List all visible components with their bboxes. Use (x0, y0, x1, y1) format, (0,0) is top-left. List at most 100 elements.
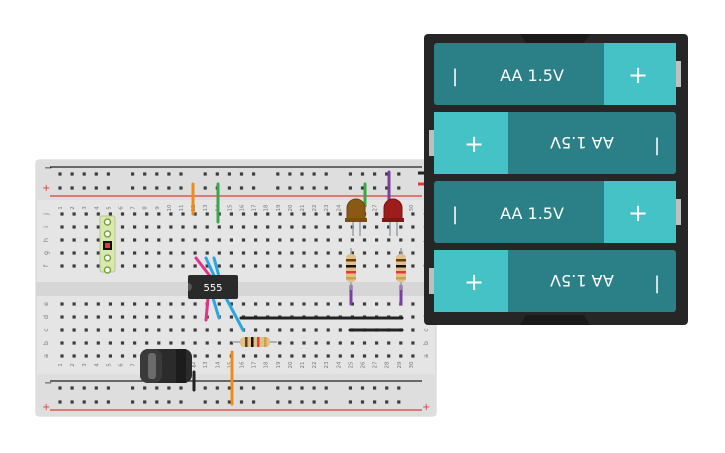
rail-hole[interactable] (312, 172, 316, 176)
breadboard-hole[interactable] (96, 302, 100, 306)
breadboard-hole[interactable] (72, 315, 76, 319)
breadboard-hole[interactable] (278, 341, 282, 345)
breadboard-hole[interactable] (60, 238, 64, 242)
breadboard-hole[interactable] (120, 225, 125, 229)
breadboard-hole[interactable] (145, 341, 149, 345)
breadboard-hole[interactable] (120, 354, 125, 358)
breadboard-hole[interactable] (157, 341, 161, 345)
rail-hole[interactable] (82, 386, 86, 390)
breadboard-hole[interactable] (411, 264, 415, 268)
breadboard-hole[interactable] (60, 341, 64, 345)
breadboard-hole[interactable] (254, 212, 258, 216)
led-red[interactable] (382, 198, 404, 236)
rail-hole[interactable] (179, 172, 183, 176)
breadboard-hole[interactable] (145, 225, 149, 229)
breadboard-hole[interactable] (205, 328, 209, 332)
breadboard-hole[interactable] (314, 212, 318, 216)
breadboard-hole[interactable] (133, 328, 137, 332)
breadboard-hole[interactable] (241, 264, 246, 268)
breadboard-hole[interactable] (326, 238, 330, 242)
rail-hole[interactable] (215, 386, 219, 390)
rail-hole[interactable] (252, 400, 256, 404)
breadboard-hole[interactable] (266, 251, 270, 255)
rail-hole[interactable] (288, 172, 292, 176)
breadboard-hole[interactable] (169, 315, 173, 319)
rail-hole[interactable] (239, 172, 244, 176)
breadboard-hole[interactable] (302, 264, 306, 268)
breadboard-hole[interactable] (266, 328, 270, 332)
rail-hole[interactable] (70, 186, 74, 190)
breadboard-hole[interactable] (108, 212, 112, 216)
rail-hole[interactable] (348, 186, 352, 190)
breadboard-hole[interactable] (157, 328, 161, 332)
breadboard-hole[interactable] (96, 264, 100, 268)
breadboard-hole[interactable] (169, 251, 173, 255)
battery-cell[interactable]: AA 1.5V+| (434, 181, 681, 243)
rail-hole[interactable] (397, 386, 401, 390)
breadboard-hole[interactable] (133, 302, 137, 306)
rail-hole[interactable] (239, 400, 244, 404)
breadboard-hole[interactable] (193, 354, 197, 358)
breadboard-hole[interactable] (241, 225, 246, 229)
breadboard-hole[interactable] (193, 264, 197, 268)
breadboard-hole[interactable] (290, 328, 294, 332)
breadboard-hole[interactable] (133, 354, 137, 358)
breadboard-hole[interactable] (229, 225, 233, 229)
breadboard-hole[interactable] (60, 302, 64, 306)
breadboard-hole[interactable] (157, 302, 161, 306)
rail-hole[interactable] (94, 400, 98, 404)
breadboard-hole[interactable] (290, 354, 294, 358)
breadboard-hole[interactable] (326, 264, 330, 268)
breadboard-hole[interactable] (290, 264, 294, 268)
breadboard-hole[interactable] (229, 251, 233, 255)
breadboard-hole[interactable] (326, 302, 330, 306)
breadboard-hole[interactable] (72, 341, 76, 345)
breadboard-hole[interactable] (254, 328, 258, 332)
breadboard-hole[interactable] (84, 212, 88, 216)
rail-hole[interactable] (227, 172, 231, 176)
battery-cell[interactable]: AA 1.5V+| (429, 112, 676, 174)
breadboard-hole[interactable] (399, 238, 403, 242)
rail-hole[interactable] (94, 172, 98, 176)
breadboard-hole[interactable] (157, 212, 161, 216)
breadboard-hole[interactable] (338, 354, 342, 358)
breadboard-hole[interactable] (411, 238, 415, 242)
rail-hole[interactable] (348, 386, 352, 390)
breadboard-hole[interactable] (205, 341, 209, 345)
rail-hole[interactable] (288, 186, 292, 190)
rail-hole[interactable] (58, 386, 62, 390)
breadboard-hole[interactable] (217, 328, 221, 332)
breadboard-hole[interactable] (96, 341, 100, 345)
rail-hole[interactable] (312, 400, 316, 404)
breadboard-hole[interactable] (338, 251, 342, 255)
breadboard-hole[interactable] (193, 341, 197, 345)
breadboard-hole[interactable] (205, 354, 209, 358)
breadboard-hole[interactable] (205, 238, 209, 242)
breadboard-hole[interactable] (72, 212, 76, 216)
wire-pink-lower[interactable] (204, 296, 210, 322)
breadboard-hole[interactable] (120, 302, 125, 306)
rail-hole[interactable] (324, 400, 328, 404)
breadboard-hole[interactable] (375, 341, 379, 345)
rail-hole[interactable] (203, 172, 207, 176)
breadboard-hole[interactable] (96, 225, 100, 229)
breadboard-hole[interactable] (362, 225, 367, 229)
rail-hole[interactable] (82, 186, 86, 190)
breadboard-hole[interactable] (399, 354, 403, 358)
pushbutton[interactable] (99, 215, 116, 274)
rail-hole[interactable] (360, 386, 365, 390)
breadboard-hole[interactable] (229, 341, 233, 345)
breadboard-hole[interactable] (338, 238, 342, 242)
rail-hole[interactable] (300, 186, 304, 190)
breadboard-hole[interactable] (157, 225, 161, 229)
breadboard-hole[interactable] (241, 354, 246, 358)
breadboard-hole[interactable] (229, 212, 233, 216)
breadboard-hole[interactable] (314, 302, 318, 306)
breadboard-hole[interactable] (60, 225, 64, 229)
rail-hole[interactable] (58, 400, 62, 404)
breadboard-hole[interactable] (60, 315, 64, 319)
rail-hole[interactable] (155, 386, 159, 390)
breadboard-hole[interactable] (411, 225, 415, 229)
breadboard-hole[interactable] (181, 341, 185, 345)
breadboard-hole[interactable] (387, 341, 391, 345)
